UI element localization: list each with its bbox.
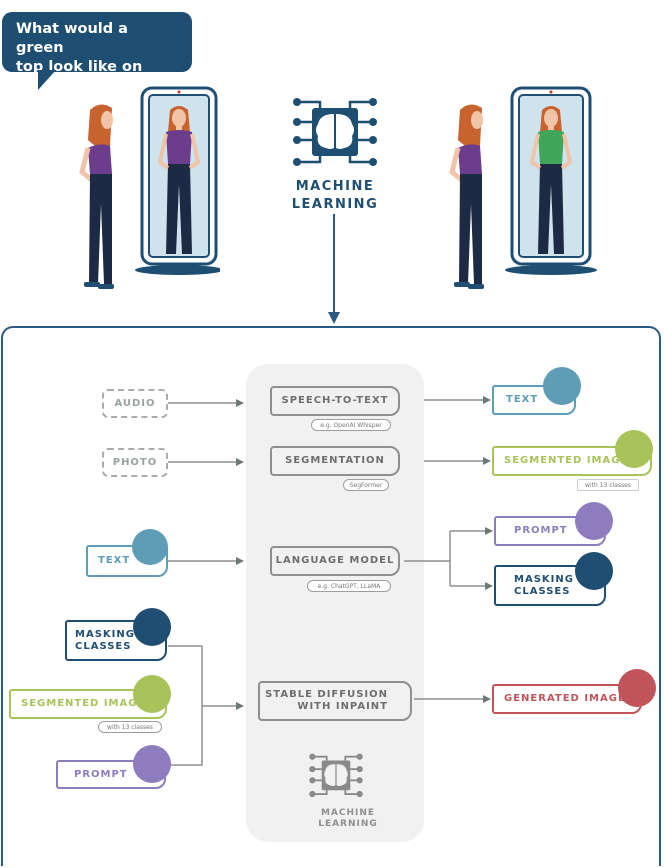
- model-language-model: LANGUAGE MODEL: [270, 546, 400, 576]
- input-masking-dot: [133, 608, 171, 646]
- model-sd-line2: WITH INPAINT: [297, 701, 388, 712]
- output-segmented-dot: [615, 430, 653, 468]
- input-segmented-note: with 13 classes: [98, 721, 162, 733]
- speech-bubble-tail: [38, 70, 56, 90]
- green-top-reflection: [538, 130, 564, 164]
- output-generated-image: GENERATED IMAGE: [492, 684, 642, 714]
- model-seg-note: SegFormer: [343, 479, 389, 491]
- speech-bubble: What would a green top look like on me?: [2, 12, 192, 94]
- input-masking-line2: CLASSES: [75, 640, 132, 652]
- scene-before: [79, 86, 220, 289]
- model-segmentation: SEGMENTATION: [270, 446, 400, 476]
- output-segmented-note: with 13 classes: [577, 479, 639, 491]
- output-text-label: TEXT: [506, 394, 539, 405]
- output-masking-line2: CLASSES: [514, 585, 571, 597]
- output-generated-label: GENERATED IMAGE: [504, 693, 626, 704]
- input-text-dot: [132, 529, 168, 565]
- reflection-before: [157, 106, 201, 254]
- model-stt-note: e.g. OpenAI Whisper: [311, 419, 391, 431]
- panel-ml-line2: LEARNING: [318, 819, 378, 829]
- machine-learning-label: MACHINE LEARNING: [280, 178, 390, 214]
- output-generated-dot: [618, 669, 656, 707]
- reflection-after: [529, 106, 573, 254]
- output-masking-line1: MASKING: [514, 573, 574, 585]
- input-masking-line1: MASKING: [75, 628, 135, 640]
- input-photo: PHOTO: [102, 448, 168, 477]
- down-arrow: [328, 214, 340, 324]
- input-prompt-dot: [133, 745, 171, 783]
- input-segmented-label: SEGMENTED IMAGE: [21, 698, 146, 709]
- panel-ml-line1: MACHINE: [320, 808, 376, 818]
- speech-bubble-line1: What would a green: [16, 21, 128, 56]
- purple-top-reflection: [166, 130, 192, 164]
- output-prompt-dot: [575, 502, 613, 540]
- woman-after: [449, 104, 484, 289]
- model-sd-line1: STABLE DIFFUSION: [265, 689, 388, 700]
- model-stt-label: SPEECH-TO-TEXT: [281, 395, 389, 406]
- purple-top: [88, 144, 112, 174]
- input-prompt-label: PROMPT: [74, 768, 128, 780]
- model-lm-note: e.g. ChatGPT, LLaMA: [307, 580, 391, 592]
- model-lm-label: LANGUAGE MODEL: [275, 555, 395, 566]
- output-segmented-label: SEGMENTED IMAGE: [504, 455, 629, 466]
- input-audio: AUDIO: [102, 389, 168, 418]
- ml-label-line1: MACHINE: [295, 179, 375, 194]
- model-seg-label: SEGMENTATION: [285, 455, 385, 466]
- input-audio-label: AUDIO: [114, 397, 156, 409]
- ml-label-line2: LEARNING: [291, 197, 379, 212]
- model-speech-to-text: SPEECH-TO-TEXT: [270, 386, 400, 416]
- input-segmented-dot: [133, 675, 171, 713]
- output-masking-dot: [575, 552, 613, 590]
- scene-after: [449, 86, 597, 289]
- output-prompt-label: PROMPT: [514, 525, 568, 536]
- woman-before: [79, 104, 114, 289]
- input-photo-label: PHOTO: [112, 456, 158, 468]
- brain-chip-icon: [293, 98, 377, 166]
- pipeline-frame: [1, 326, 661, 866]
- input-text-label: TEXT: [98, 555, 131, 566]
- panel-ml-label: MACHINE LEARNING: [300, 808, 396, 830]
- brain-chip-icon-small: [309, 753, 363, 798]
- output-text-dot: [543, 367, 581, 405]
